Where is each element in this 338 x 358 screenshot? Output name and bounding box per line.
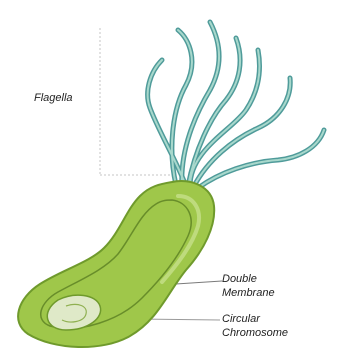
flagella-leader-line [100, 28, 170, 175]
circular-chromosome-label-line-2: Chromosome [222, 326, 288, 340]
bacterium-body [18, 181, 214, 347]
flagella-label: Flagella [34, 91, 73, 105]
flagella-label-text: Flagella [34, 91, 73, 105]
flagella [148, 22, 324, 188]
double-membrane-label-line-1: Double [222, 272, 275, 286]
circular-chromosome-label-line-1: Circular [222, 312, 288, 326]
double-membrane-label: Double Membrane [222, 272, 275, 300]
circular-chromosome-label: Circular Chromosome [222, 312, 288, 340]
double-membrane-label-line-2: Membrane [222, 286, 275, 300]
